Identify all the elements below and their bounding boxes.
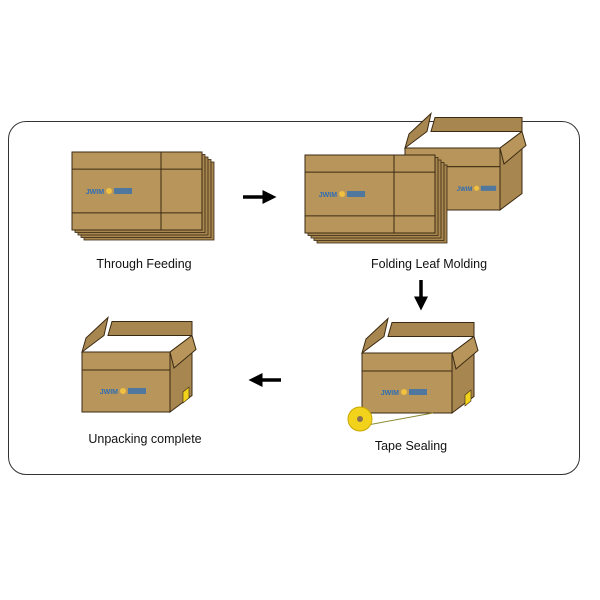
flat-box-stack-feeding: JWIM xyxy=(71,151,215,241)
flat-box-stack-molding: JWIM xyxy=(304,154,448,244)
box-unpacked: JWIM xyxy=(81,316,197,413)
tape-line xyxy=(361,412,434,427)
left-flap xyxy=(361,317,389,355)
right-flap xyxy=(169,334,197,369)
logo-mark-icon xyxy=(339,191,346,197)
logo-mark-icon xyxy=(106,188,113,194)
flat-box-front xyxy=(71,151,203,231)
box-tape-sealing: JWIM xyxy=(347,317,479,432)
logo-text: JWIM xyxy=(319,192,337,199)
step-label-tape-sealing: Tape Sealing xyxy=(374,439,448,453)
left-flap xyxy=(404,112,432,150)
front-flap xyxy=(361,352,453,372)
back-flap xyxy=(430,117,523,132)
front-flap xyxy=(81,351,171,371)
tape-strip xyxy=(464,389,472,407)
right-flap xyxy=(499,130,527,165)
diagram-frame xyxy=(8,121,580,475)
step-label-folding-leaf-molding: Folding Leaf Molding xyxy=(370,257,488,271)
logo-text: JWIM xyxy=(86,189,104,196)
logo-text: JWIM xyxy=(457,187,473,193)
logo-chinese-mark xyxy=(409,389,427,395)
logo-mark-icon xyxy=(401,389,407,395)
logo-chinese-mark xyxy=(128,388,146,394)
logo-mark-icon xyxy=(474,185,480,191)
step-label-unpacking-complete: Unpacking complete xyxy=(88,432,202,446)
open-box-molding: JWIM xyxy=(404,112,527,211)
logo-chinese-mark xyxy=(480,185,497,191)
tape-strip xyxy=(182,386,190,404)
logo-chinese-mark xyxy=(347,191,366,197)
logo-chinese-mark xyxy=(114,188,133,194)
logo-mark-icon xyxy=(120,388,126,394)
logo-text: JWIM xyxy=(100,389,118,396)
step-label-through-feeding: Through Feeding xyxy=(96,257,192,271)
left-flap xyxy=(81,316,109,354)
back-flap xyxy=(107,321,193,336)
back-flap xyxy=(387,322,475,337)
logo-text: JWIM xyxy=(381,390,399,397)
tape-roll-core xyxy=(357,416,363,422)
flat-box-front xyxy=(304,154,436,234)
right-flap xyxy=(451,335,479,370)
